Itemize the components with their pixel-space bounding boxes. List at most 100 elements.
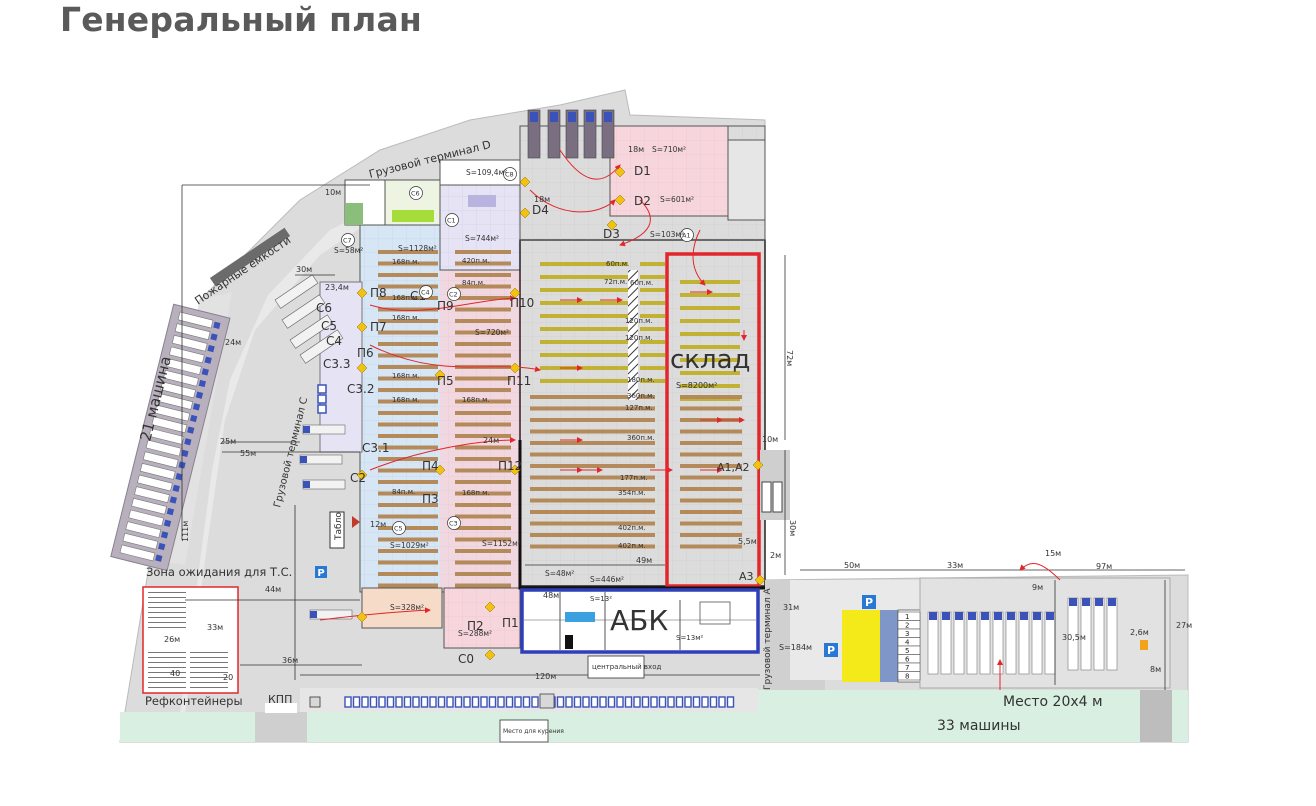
- rack-label-p354: 354п.м.: [618, 489, 646, 497]
- dimension-label-d18b: 18м: [534, 195, 550, 204]
- rack-row: [680, 306, 740, 310]
- rack-row: [680, 544, 742, 549]
- rack-row: [530, 533, 655, 537]
- rack-label-p84: 84п.м.: [392, 488, 415, 496]
- gate-label-d1: D1: [634, 164, 651, 178]
- gate-marker: [484, 649, 496, 661]
- road-stall: [616, 696, 624, 708]
- circled-label: С8: [505, 171, 514, 179]
- rack-row: [455, 560, 511, 565]
- rack-row: [455, 514, 511, 519]
- parked-truck: [119, 544, 156, 562]
- parked-truck: [927, 611, 939, 675]
- rack-label-p120: 120п.м.: [625, 334, 653, 342]
- rack-row: [378, 296, 438, 300]
- dimension-label-d50: 50м: [844, 561, 860, 570]
- road-stall: [378, 696, 386, 708]
- road-stall: [361, 696, 369, 708]
- circled-label: С4: [421, 289, 430, 297]
- rack-row: [680, 487, 742, 491]
- rack-row: [680, 319, 740, 323]
- dock-trucks-left: [274, 274, 353, 620]
- truck-cab: [166, 507, 175, 516]
- dimension-label-d24: 24м: [225, 338, 241, 347]
- rack-label-p60: 60п.м.: [606, 260, 629, 268]
- rack-row: [680, 371, 740, 375]
- rack-row: [378, 583, 438, 588]
- road-stall: [403, 696, 412, 708]
- warehouse-dim-30: 30м: [788, 520, 797, 536]
- road-stall: [726, 696, 735, 708]
- parked-truck: [1031, 611, 1043, 675]
- rack-label-p360: 360п.м.: [627, 434, 655, 442]
- parking-bay-number: 8: [905, 673, 909, 681]
- dimension-label-d305: 30,5м: [1062, 633, 1086, 642]
- parking-bay-number: 1: [905, 613, 909, 621]
- page-title: Генеральный план: [60, 0, 423, 39]
- fire-tanks: [209, 227, 291, 287]
- parked-truck: [171, 334, 208, 352]
- gate-label-c8: С6: [316, 301, 332, 315]
- road-stall: [590, 696, 599, 708]
- rack-row: [378, 411, 438, 415]
- truck-cab: [201, 368, 209, 376]
- gate-label-c7: С5: [321, 319, 337, 333]
- gate-label-a1a2: А1,А2: [717, 461, 750, 474]
- road-stall: [573, 696, 582, 708]
- rack-row: [455, 537, 511, 542]
- parked-truck: [966, 611, 978, 675]
- rack-label-p127: 127п.м.: [625, 404, 653, 412]
- dimension-label-d10: 10м: [325, 188, 341, 197]
- rack-row: [455, 296, 511, 300]
- rack-row: [378, 388, 438, 392]
- area-label-s_1128: S=1128м²: [398, 244, 437, 253]
- parked-truck: [128, 509, 165, 527]
- rack-row: [378, 537, 438, 542]
- gate-label-p5: П5: [437, 374, 454, 388]
- rack-row: [378, 342, 438, 346]
- road-stall: [429, 696, 437, 708]
- road-stall: [471, 696, 480, 708]
- rack-row: [640, 275, 665, 279]
- area-label-s_109: S=109,4м²: [466, 168, 507, 177]
- rack-row: [680, 345, 740, 349]
- parking-sign-2: P: [824, 643, 838, 657]
- office-label: АБК: [610, 604, 668, 637]
- warehouse-outline: [665, 252, 761, 588]
- rack-row: [540, 340, 628, 344]
- gate-marker: [606, 219, 618, 231]
- parked-truck: [160, 381, 196, 399]
- gate-label-c3: С3.1: [362, 441, 389, 455]
- parked-truck: [145, 439, 182, 457]
- gate-marker: [356, 469, 368, 481]
- gate-marker: [519, 207, 531, 219]
- road-stall: [582, 696, 590, 708]
- parked-truck: [1018, 611, 1030, 675]
- rack-row: [680, 521, 742, 526]
- rack-label-p420: 420п.м.: [462, 257, 490, 265]
- rack-row: [455, 353, 511, 358]
- left-truck-parking: [110, 303, 231, 572]
- truck-cab: [213, 321, 221, 329]
- warehouse-dim-49: 49м: [636, 556, 652, 565]
- rack-row: [455, 445, 511, 450]
- rack-label-p84: 84п.м.: [462, 279, 485, 287]
- road-stall: [446, 696, 454, 708]
- rack-row: [378, 399, 438, 404]
- dimension-lines: [181, 184, 1185, 690]
- dimension-label-d36: 36м: [282, 656, 298, 665]
- parked-truck: [131, 497, 167, 515]
- truck-cab: [181, 449, 189, 458]
- circled-label: С5: [394, 525, 403, 533]
- truck-cab: [172, 484, 180, 492]
- rack-row: [455, 399, 511, 404]
- gate-marker: [614, 166, 626, 178]
- road-stall: [352, 696, 361, 708]
- gate-label-p1: П1: [502, 616, 519, 630]
- entrance-box: [587, 655, 645, 679]
- road-stall: [344, 696, 352, 708]
- road-stall: [650, 696, 658, 708]
- dimension-label-d8: 8м: [1150, 665, 1161, 674]
- rack-row: [540, 288, 628, 292]
- parked-truck: [154, 404, 191, 422]
